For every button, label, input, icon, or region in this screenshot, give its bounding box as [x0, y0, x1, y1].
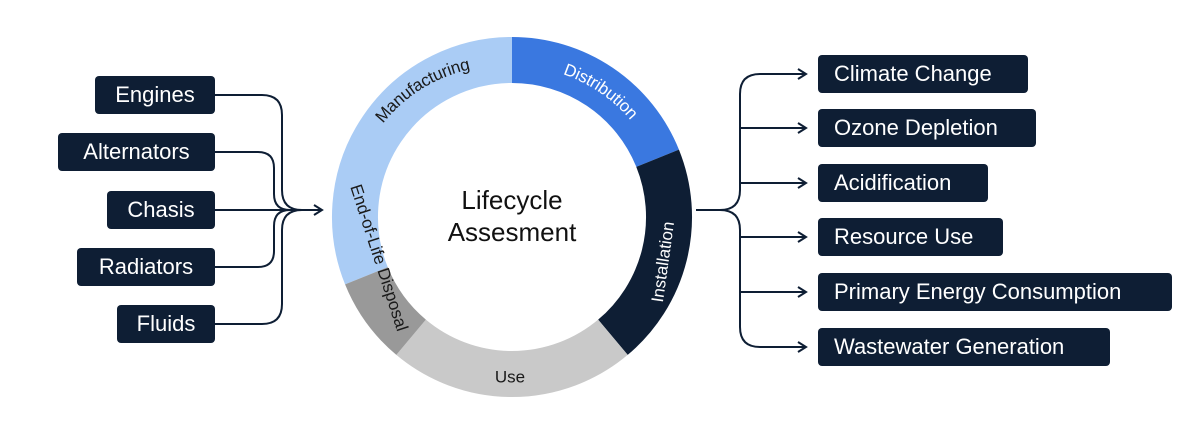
input-box-fluids: Fluids: [117, 305, 215, 343]
input-box-chasis: Chasis: [107, 191, 215, 229]
ring-segment-use: [396, 319, 628, 397]
input-box-radiators: Radiators: [77, 248, 215, 286]
ring-segment-eol: [345, 266, 427, 355]
connector-engines: [215, 94, 303, 211]
output-connectors: [696, 68, 808, 353]
center-title-line1: Lifecycle: [461, 185, 563, 215]
input-box-alternators: Alternators: [58, 133, 215, 171]
output-box-ozone-depletion: Ozone Depletion: [818, 109, 1036, 147]
center-title-line2: Assesment: [447, 217, 577, 247]
ring-label-3: Use: [495, 367, 525, 386]
connector-fluids: [215, 209, 303, 325]
connector-wastewater: [719, 209, 808, 353]
output-box-resource-use: Resource Use: [818, 218, 1003, 256]
ring-segment-manufacturing: [331, 37, 513, 285]
output-box-wastewater: Wastewater Generation: [818, 328, 1110, 366]
output-box-primary-energy: Primary Energy Consumption: [818, 273, 1172, 311]
ring-segment-installation: [597, 149, 693, 355]
output-box-climate-change: Climate Change: [818, 55, 1028, 93]
connector-alternators: [215, 151, 291, 211]
center-title: Lifecycle Assesment: [412, 184, 612, 248]
ring-segment-distribution: [511, 37, 679, 168]
input-connectors: [215, 94, 324, 325]
connector-radiators: [215, 209, 291, 268]
output-box-acidification: Acidification: [818, 164, 988, 202]
input-box-engines: Engines: [95, 76, 215, 114]
connector-trunk: [696, 68, 808, 211]
